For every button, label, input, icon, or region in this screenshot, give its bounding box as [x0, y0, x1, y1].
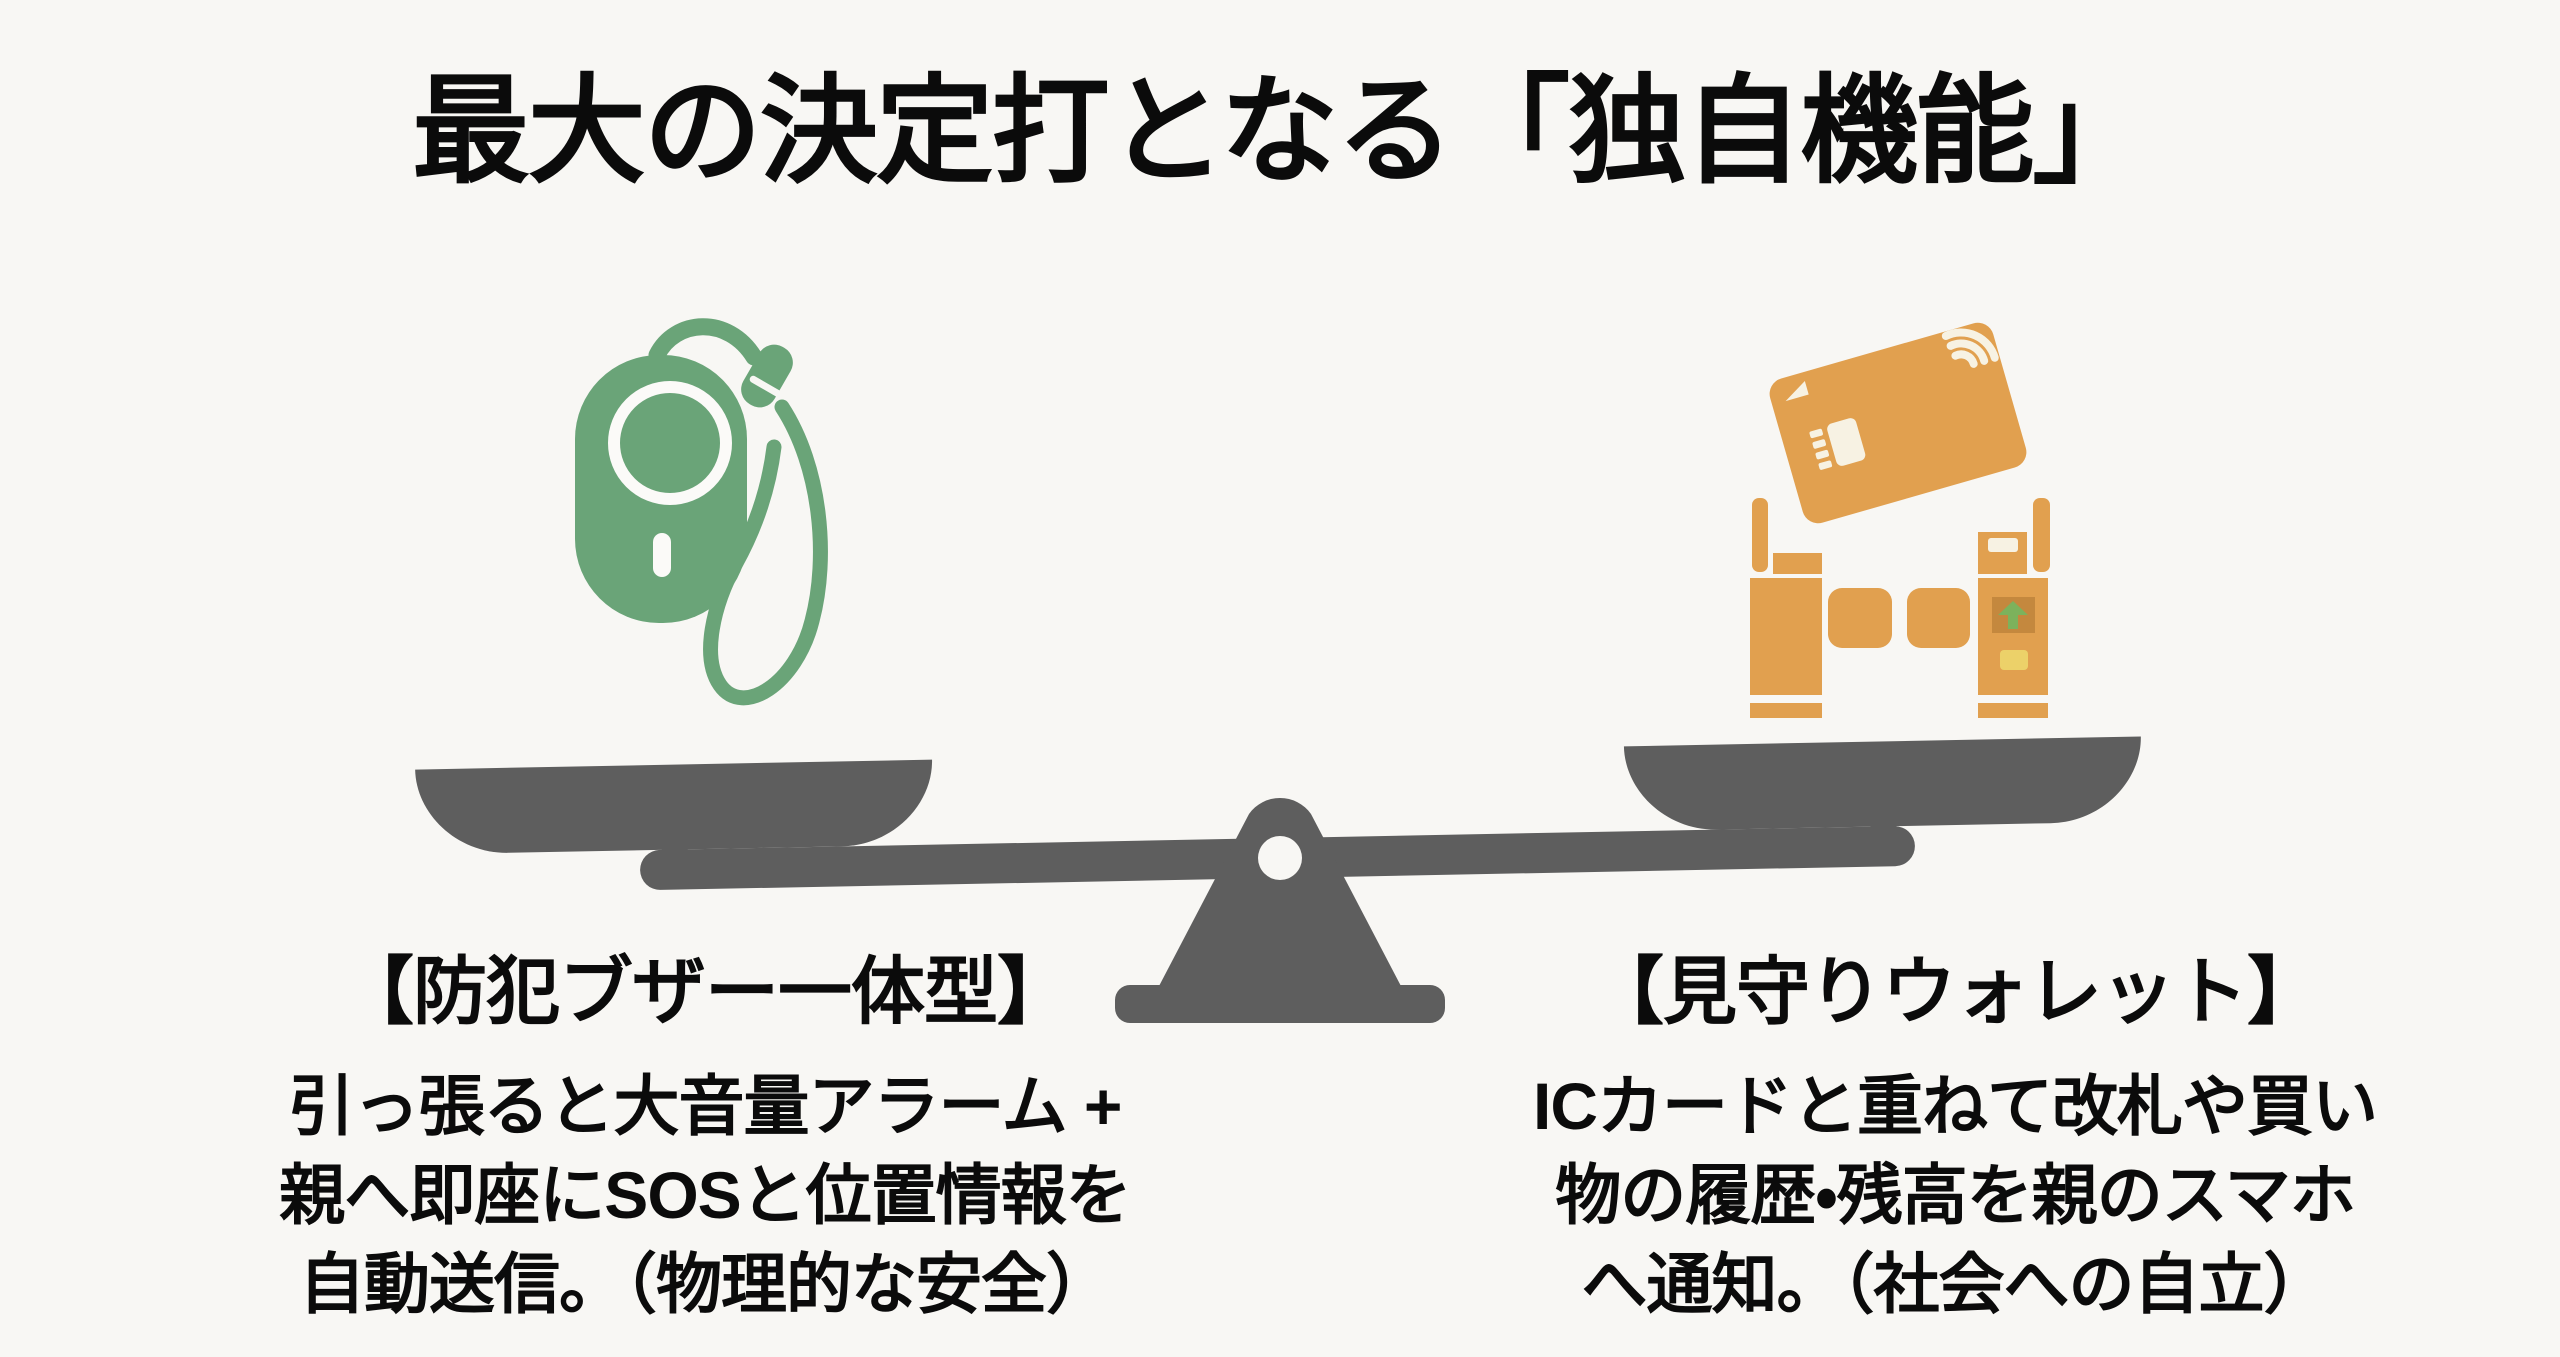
buzzer-speaker-ring: [608, 381, 732, 505]
gate-left-antenna: [1752, 498, 1768, 572]
ic-card-body: [1769, 322, 2027, 524]
page-title: 最大の決定打となる「独自機能」: [411, 66, 2150, 198]
right-option-heading: 【見守りウォレット】: [1590, 950, 2321, 1033]
buzzer-strap-top: [648, 318, 763, 366]
gate-go-arrow-icon: [1998, 601, 2028, 629]
right-option-line-3: へ通知。（社会への自立）: [1581, 1246, 2330, 1321]
scale-pedestal: [1115, 985, 1445, 1023]
ic-card-ticket-gate-icon: [1750, 322, 2050, 718]
gate-left-flap: [1828, 588, 1892, 648]
gate-right-pillar: [1978, 578, 2048, 695]
gate-left-pillar: [1750, 578, 1822, 695]
left-option-line-1: 引っ張ると大音量アラーム +: [288, 1068, 1123, 1143]
right-option-line-2: 物の履歴・残高を親のスマホ: [1555, 1157, 2355, 1232]
scale-fulcrum: [1158, 797, 1402, 988]
pivot-hole: [1258, 836, 1302, 880]
right-option-line-1: ICカードと重ねて改札や買い: [1533, 1068, 2378, 1143]
left-option-panel: 【防犯ブザー一体型】 引っ張ると大音量アラーム + 親へ即座にSOSと位置情報を…: [180, 952, 1230, 1329]
left-option-line-2: 親へ即座にSOSと位置情報を: [279, 1157, 1131, 1232]
buzzer-body: [575, 355, 747, 623]
gate-left-base: [1750, 703, 1822, 718]
gate-right-flap: [1907, 588, 1970, 648]
gate-left-reader: [1773, 553, 1822, 574]
gate-right-antenna: [2033, 498, 2050, 572]
left-option-heading: 【防犯ブザー一体型】: [340, 950, 1071, 1033]
buzzer-pin-slot: [653, 533, 671, 577]
buzzer-strap-slit: [749, 375, 789, 402]
ic-card: [1769, 322, 2027, 524]
balance-scale-icon: [415, 736, 2141, 1023]
ticket-gate: [1750, 498, 2050, 718]
gate-yellow-button: [2000, 650, 2028, 670]
card-chip: [1809, 418, 1866, 470]
card-corner-mark: [1785, 381, 1809, 402]
left-option-line-3: 自動送信。（物理的な安全）: [299, 1246, 1112, 1321]
contactless-waves-icon: [1941, 328, 1999, 368]
gate-card-slot: [1988, 538, 2018, 552]
gate-right-base: [1978, 703, 2048, 718]
buzzer-strap-clasp: [741, 344, 793, 408]
buzzer-strap-loop: [703, 399, 828, 706]
left-scale-pan: [415, 759, 933, 853]
right-scale-pan: [1623, 736, 2141, 830]
right-option-panel: 【見守りウォレット】 ICカードと重ねて改札や買い 物の履歴・残高を親のスマホ …: [1430, 952, 2480, 1329]
security-buzzer-icon: [575, 318, 828, 706]
